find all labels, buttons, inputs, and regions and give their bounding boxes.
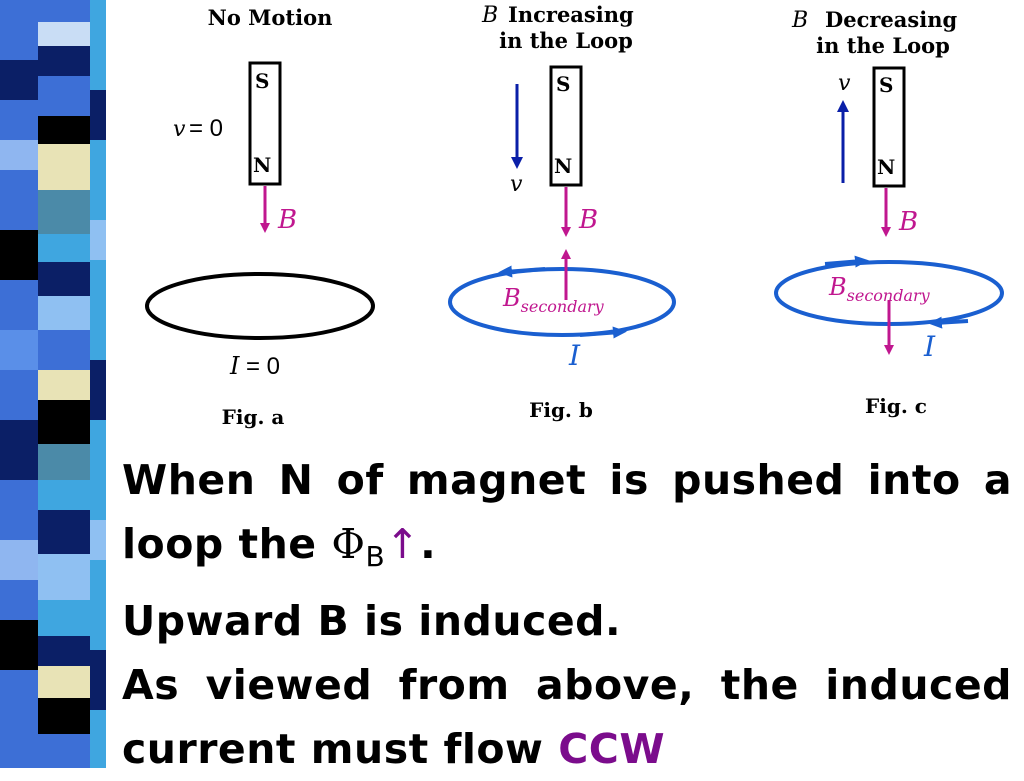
panel-b-title-line2: in the Loop <box>499 28 633 53</box>
panel-c: B Decreasing in the Loop S N v B Bsecond… <box>774 7 1004 418</box>
panel-a-magnet-n: N <box>253 153 271 177</box>
ccw-highlight: CCW <box>558 725 666 773</box>
panel-b-current-var: I <box>568 339 581 372</box>
flux-symbol: Φ <box>331 520 366 568</box>
explanation-line-5-pre: current must flow <box>122 725 559 773</box>
explanation-line-4: As viewed from above, the induced <box>122 661 1012 709</box>
panel-a-current-value: = 0 <box>246 353 280 380</box>
panel-b-loop-arrow-top <box>498 265 546 278</box>
panel-a-velocity-var: v <box>173 117 186 142</box>
panel-c-title-line1: Decreasing <box>825 7 957 32</box>
explanation-line-3: Upward B is induced. <box>122 597 622 645</box>
induction-diagram: No Motion S N v = 0 B I = 0 Fig. a B Inc… <box>145 2 1004 429</box>
explanation-line-5: current must flow CCW <box>122 717 1012 781</box>
explanation-line-2: loop the ΦB↑. <box>122 512 1012 589</box>
explanation-line-2-post: . <box>420 520 437 568</box>
panel-b-title-var: B <box>481 3 498 28</box>
explanation-text: When N of magnet is pushed into a loop t… <box>122 448 1012 781</box>
panel-b-caption: Fig. b <box>529 398 593 422</box>
panel-a-field-label: B <box>277 205 297 235</box>
panel-c-secondary-label: Bsecondary <box>828 273 931 305</box>
flux-increase-arrow: ↑ <box>385 520 421 568</box>
panel-a-velocity-value: = 0 <box>189 115 223 142</box>
decorative-side-strip <box>0 0 116 768</box>
panel-b-magnet <box>549 65 583 187</box>
strip-middle-column <box>38 0 90 768</box>
panel-c-title-line2: in the Loop <box>816 33 950 58</box>
strip-right-column <box>90 0 116 768</box>
panel-b-title-line1: Increasing <box>508 2 634 27</box>
panel-b-magnet-s: S <box>556 72 570 96</box>
panel-b-magnet-n: N <box>554 154 572 178</box>
panel-b: B Increasing in the Loop S N v B Bsecond… <box>448 2 676 422</box>
panel-c-velocity-var: v <box>838 71 851 96</box>
panel-a-title: No Motion <box>208 5 333 30</box>
panel-a-loop <box>145 272 375 340</box>
explanation-line-2-pre: loop the <box>122 520 332 568</box>
panel-a-magnet-s: S <box>255 69 269 93</box>
panel-c-magnet-s: S <box>879 73 893 97</box>
strip-left-column <box>0 0 38 768</box>
panel-c-caption: Fig. c <box>865 394 927 418</box>
panel-b-velocity-var: v <box>510 172 523 197</box>
panel-b-loop-arrow-bottom <box>579 326 627 339</box>
panel-b-field-label: B <box>578 205 598 235</box>
panel-c-magnet <box>872 66 906 188</box>
panel-a-magnet <box>248 61 282 186</box>
panel-a: No Motion S N v = 0 B I = 0 Fig. a <box>145 5 375 429</box>
panel-c-magnet-n: N <box>877 155 895 179</box>
panel-a-current-var: I <box>229 352 240 380</box>
panel-b-loop <box>448 267 676 337</box>
panel-b-secondary-label: Bsecondary <box>502 284 605 316</box>
panel-c-loop-arrow-top <box>824 255 869 268</box>
explanation-line-1: When N of magnet is pushed into a <box>122 456 1012 504</box>
panel-c-title-var: B <box>791 8 808 33</box>
panel-c-field-label: B <box>898 207 918 237</box>
panel-a-caption: Fig. a <box>222 405 285 429</box>
flux-subscript: B <box>365 540 386 573</box>
panel-c-loop-arrow-bottom <box>928 316 969 329</box>
panel-c-current-var: I <box>923 330 936 363</box>
